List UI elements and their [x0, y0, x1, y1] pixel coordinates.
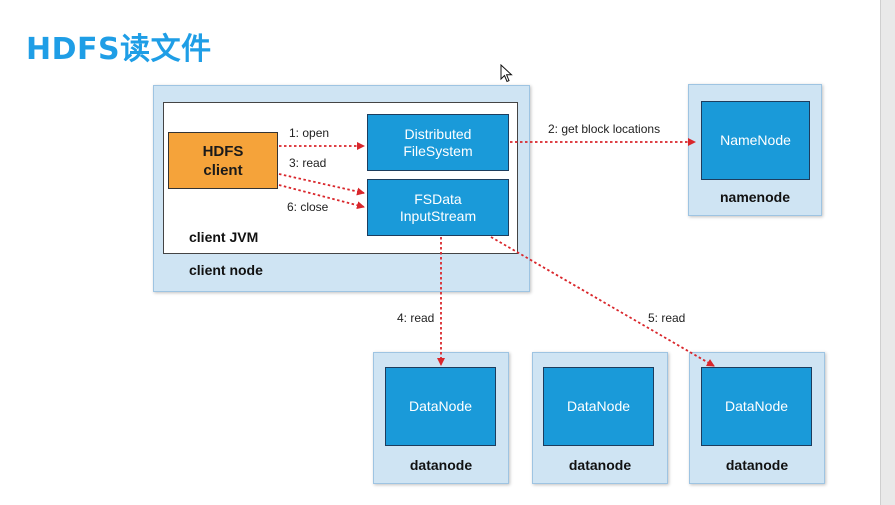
page-title: HDFS读文件 — [26, 32, 212, 67]
namenode-box: NameNode — [701, 101, 810, 180]
client-jvm-label: client JVM — [189, 229, 259, 245]
client-node-label: client node — [189, 262, 263, 278]
mouse-cursor-icon — [500, 64, 513, 83]
hdfs-client: HDFS client — [168, 132, 278, 189]
datanode-box-2: DataNode — [543, 367, 654, 446]
arrow-read-3 — [278, 173, 365, 196]
namenode-label: namenode — [719, 189, 790, 205]
datanode-label-1: datanode — [409, 457, 473, 473]
scrollbar-edge — [880, 0, 895, 505]
arrow-read-5 — [490, 236, 715, 367]
label-read-3: 3: read — [289, 156, 327, 170]
label-read-5: 5: read — [648, 311, 686, 325]
datanode-box-3: DataNode — [701, 367, 812, 446]
label-read-4: 4: read — [397, 311, 435, 325]
label-open: 1: open — [289, 126, 330, 140]
datanode-label-3: datanode — [725, 457, 789, 473]
label-get-block-locations: 2: get block locations — [548, 122, 661, 136]
datanode-label-2: datanode — [568, 457, 632, 473]
distributed-filesystem: Distributed FileSystem — [367, 114, 509, 171]
label-close: 6: close — [287, 200, 329, 214]
datanode-box-1: DataNode — [385, 367, 496, 446]
fsdata-inputstream: FSData InputStream — [367, 179, 509, 236]
